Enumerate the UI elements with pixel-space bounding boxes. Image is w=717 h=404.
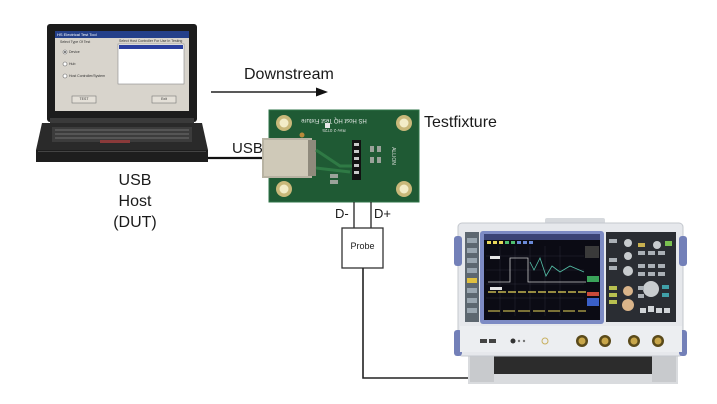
d-minus-label: D- [335,206,349,221]
laptop-radio-host: Host Controller/System [69,74,105,78]
usb-cable-label: USB [232,140,263,157]
laptop-right-group-label: Select Host Controller For Use In Testin… [119,39,183,43]
laptop-icon [36,24,208,162]
host-label-line1: USB [118,172,152,189]
host-label-line3: (DUT) [113,214,157,231]
downstream-arrow [211,87,328,97]
laptop-radio-device: Device [69,50,80,54]
probe-box [341,227,384,269]
pcb-silkscreen-rev: Rev-2 0725 [322,128,346,133]
d-plus-label: D+ [374,206,391,221]
usb-host-dut-label: USB Host (DUT) [90,170,180,233]
pcb-silkscreen-title: HS Host HQ Test Fixture [301,117,367,123]
mounting-hole-icon [276,115,412,197]
laptop-test-button: TEST [79,97,89,101]
testfixture-label: Testfixture [424,114,497,131]
oscilloscope-icon [454,218,687,384]
downstream-label: Downstream [244,66,334,83]
test-fixture-board [262,109,420,203]
laptop-left-group-label: Select Type Of Test [60,40,91,44]
bnc-input-icon [576,335,664,347]
laptop-radio-hub: Hub [69,62,76,66]
laptop-exit-button: Exit [161,97,167,101]
probe-label: Probe [350,241,375,251]
host-label-line2: Host [118,193,152,210]
header-pins-icon [352,140,361,180]
pcb-brand: ALLION [390,147,396,165]
usb-b-connector-icon [262,132,316,178]
laptop-window-title: HS Electrical Test Tool [57,32,97,37]
